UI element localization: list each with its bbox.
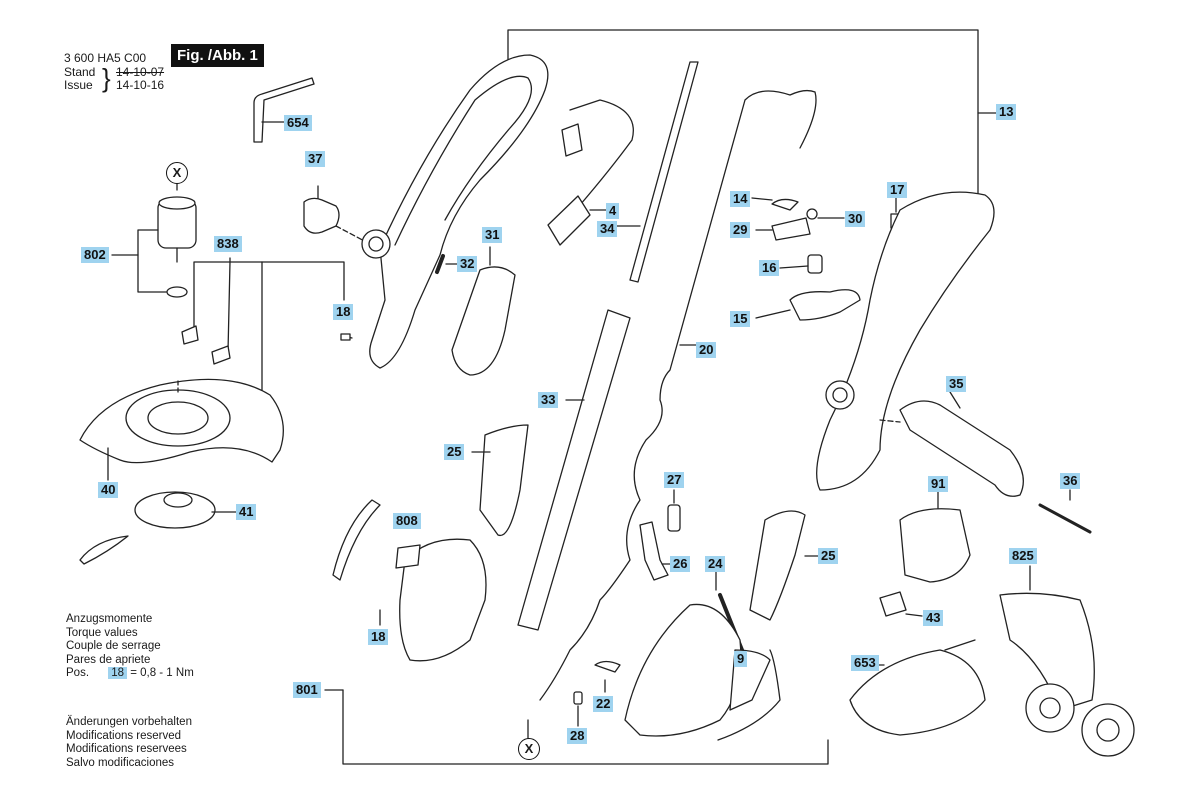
connection-marker-x-bottom: X: [518, 738, 540, 760]
cutting-disc-shape: [134, 491, 216, 529]
torque-line-en: Torque values: [66, 626, 138, 639]
part-label-29: 29: [730, 222, 751, 238]
part-label-37: 37: [305, 151, 326, 167]
part-label-91: 91: [928, 476, 949, 492]
part-label-9: 9: [734, 651, 748, 667]
part-label-26: 26: [670, 556, 691, 572]
rear-handle-shape: [816, 191, 995, 491]
issue-date: 14-10-16: [116, 78, 165, 92]
doc-code: 3 600 HA5 C00: [64, 51, 147, 65]
cover-half-right-shape: [749, 510, 806, 621]
stand-label: Stand: [64, 65, 96, 79]
part-label-32: 32: [457, 256, 478, 272]
part-label-20: 20: [696, 342, 717, 358]
torque-pos-value: = 0,8 - 1 Nm: [130, 667, 194, 679]
torque-value-line: Pos. 18 = 0,8 - 1 Nm: [66, 667, 194, 681]
charger-shape: [849, 649, 986, 736]
issue-label: Issue: [64, 78, 93, 92]
spiral-cable-shape: [539, 89, 817, 701]
torque-line-de: Anzugsmomente: [66, 613, 153, 625]
torque-line-fr: Couple de serrage: [66, 640, 161, 652]
part-label-13: 13: [996, 104, 1017, 120]
brace-glyph: }: [102, 63, 111, 93]
part-label-25-right: 25: [818, 548, 839, 564]
stand-date: 14-10-07: [116, 65, 165, 79]
modification-line-de: Änderungen vorbehalten: [66, 716, 192, 728]
part-label-18: 18: [333, 304, 354, 320]
trimmer-head-shape: [624, 603, 742, 737]
leader-13-frame: [507, 29, 979, 241]
part-label-15: 15: [730, 311, 751, 327]
upper-tube-shape: [629, 61, 699, 283]
part-label-802: 802: [81, 247, 109, 263]
blade-shape: [79, 535, 129, 565]
part-label-41: 41: [236, 504, 257, 520]
knob-shape: [303, 197, 340, 234]
part-label-40: 40: [98, 482, 119, 498]
part-label-27: 27: [664, 472, 685, 488]
switch-wiring-shape: [569, 99, 634, 206]
wheel-kit-shape: [999, 592, 1095, 711]
upper-housing-shape: [369, 54, 549, 369]
part-label-35: 35: [946, 376, 967, 392]
modification-line-fr: Modifications reservees: [66, 743, 187, 755]
part-label-653: 653: [851, 655, 879, 671]
part-label-801: 801: [293, 682, 321, 698]
part-label-33: 33: [538, 392, 559, 408]
torque-line-es: Pares de apriete: [66, 653, 151, 666]
part-label-4: 4: [606, 203, 620, 219]
part-label-34: 34: [597, 221, 618, 237]
part-label-14: 14: [730, 191, 751, 207]
torque-pos-ref: 18: [108, 667, 127, 679]
part-label-16: 16: [759, 260, 780, 276]
part-label-28: 28: [567, 728, 588, 744]
connection-marker-x-top: X: [166, 162, 188, 184]
part-label-654: 654: [284, 115, 312, 131]
part-label-825: 825: [1009, 548, 1037, 564]
battery-shape: [899, 508, 971, 583]
grip-shape: [899, 400, 1024, 497]
cover-half-left-shape: [479, 424, 529, 537]
part-label-18-lower: 18: [368, 629, 389, 645]
lower-tube-shape: [517, 309, 631, 631]
leader-bottom-frame: [342, 689, 829, 765]
modification-line-en: Modifications reserved: [66, 729, 182, 742]
part-label-17: 17: [887, 182, 908, 198]
torque-pos-label: Pos.: [66, 667, 90, 679]
modification-note: Änderungen vorbehalten Modifications res…: [66, 716, 192, 770]
part-label-43: 43: [923, 610, 944, 626]
figure-badge: Fig. /Abb. 1: [171, 44, 264, 67]
part-label-22: 22: [593, 696, 614, 712]
motor-housing-shape: [399, 538, 487, 662]
part-label-808: 808: [393, 513, 421, 529]
part-label-31: 31: [482, 227, 503, 243]
part-label-30: 30: [845, 211, 866, 227]
hex-key-shape: [253, 77, 315, 143]
torque-note: Anzugsmomente Torque values Couple de se…: [66, 613, 194, 681]
handle-insert-shape: [451, 266, 516, 376]
part-label-24: 24: [705, 556, 726, 572]
part-label-36: 36: [1060, 473, 1081, 489]
part-label-25-left: 25: [444, 444, 465, 460]
part-label-838: 838: [214, 236, 242, 252]
modification-line-es: Salvo modificaciones: [66, 756, 175, 769]
